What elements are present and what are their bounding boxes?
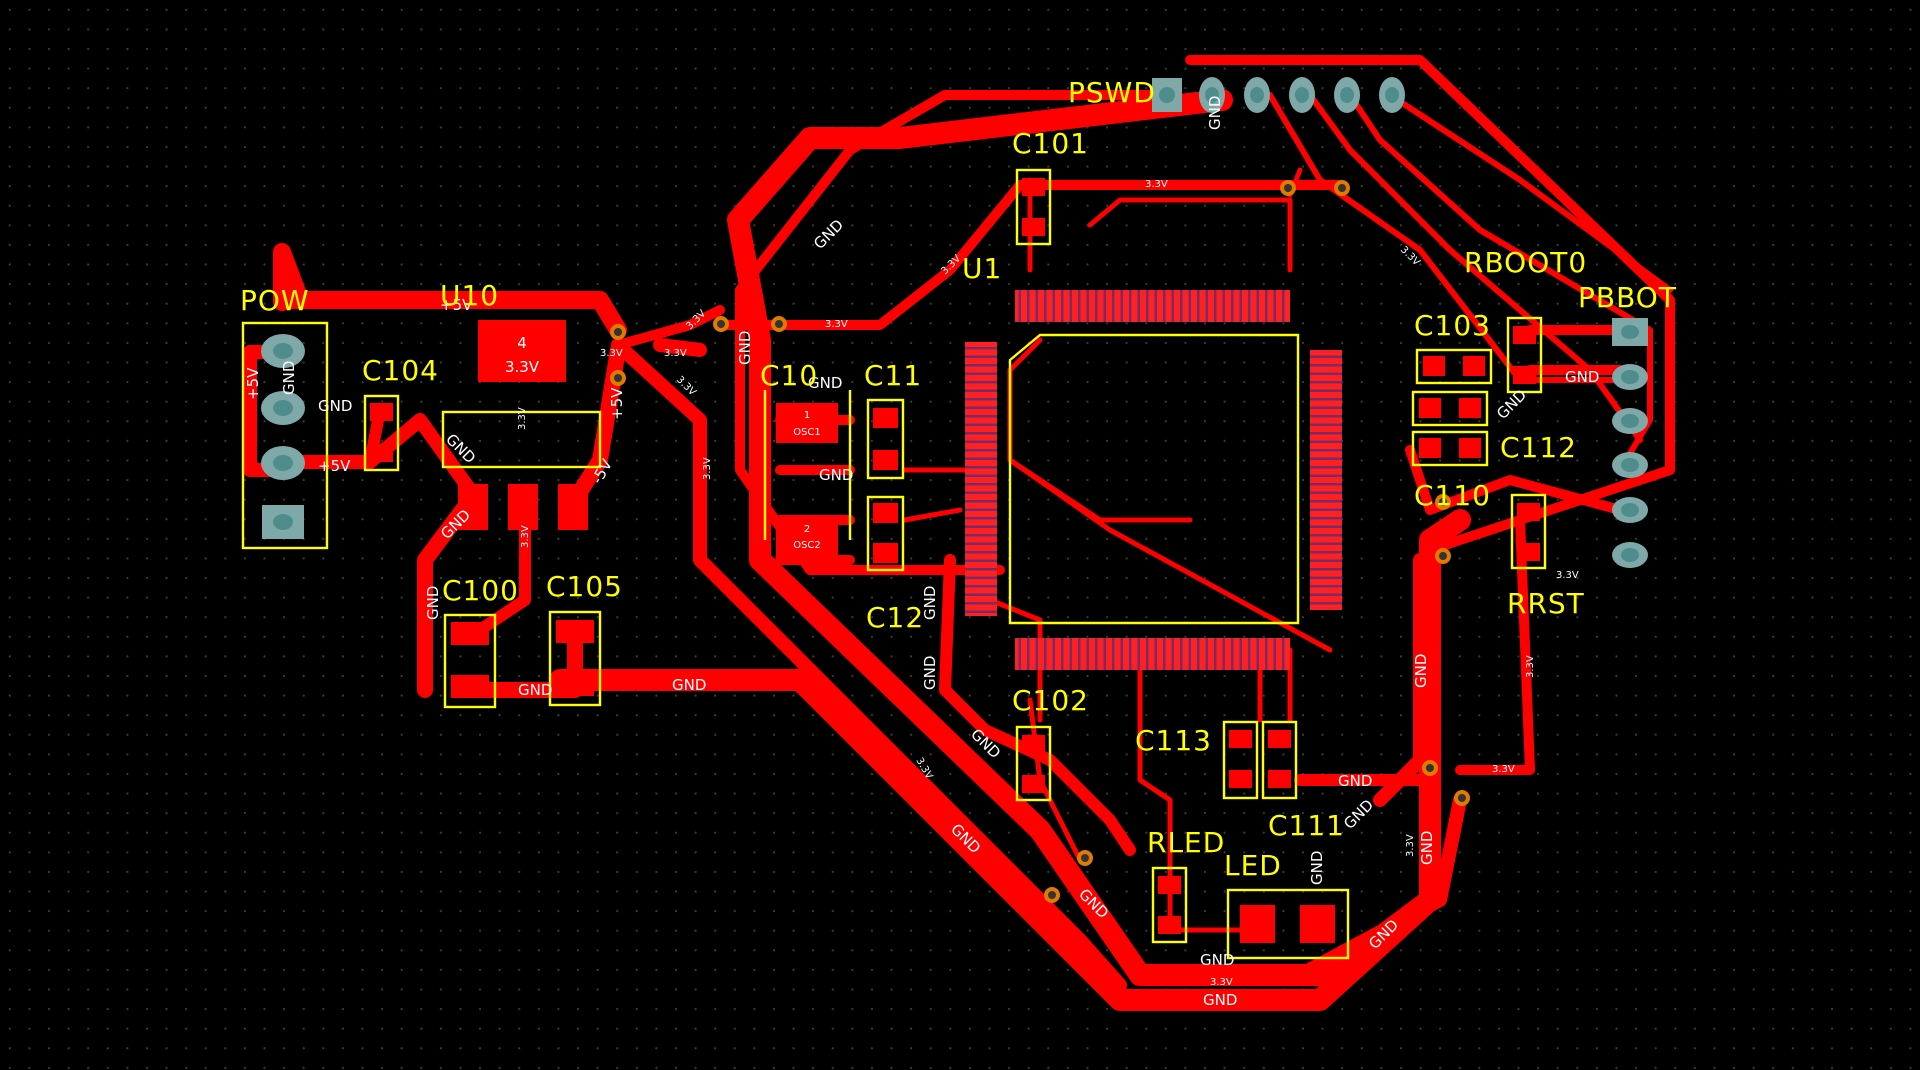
label-c110: C110 xyxy=(1414,479,1491,512)
label-pbbot: PBBOT xyxy=(1578,281,1677,314)
osc-pin2: 2 xyxy=(804,524,810,535)
passives xyxy=(363,168,1547,960)
regulator-tab-pin: 4 xyxy=(517,334,527,352)
net-3v3: 3.3V xyxy=(702,457,713,480)
net-gnd: GND xyxy=(1203,991,1237,1009)
net-3v3: 3.3V xyxy=(1492,764,1515,775)
net-gnd: GND xyxy=(1338,772,1372,790)
regulator-u10: 4 3.3V xyxy=(441,320,602,530)
net-3v3: 3.3V xyxy=(1405,834,1416,857)
label-rrst: RRST xyxy=(1507,587,1585,620)
label-c113: C113 xyxy=(1135,724,1212,757)
net-gnd: GND xyxy=(736,331,754,365)
net-3v3: 3.3V xyxy=(1145,179,1168,190)
net-gnd: GND xyxy=(1565,368,1599,386)
net-3v3: 3.3V xyxy=(600,348,623,359)
label-c100: C100 xyxy=(442,574,519,607)
net-gnd: GND xyxy=(810,216,847,253)
label-c10: C10 xyxy=(760,359,818,392)
net-3v3: 3.3V xyxy=(1210,977,1233,988)
net-5v: +5V xyxy=(244,367,262,400)
label-pow: POW xyxy=(240,284,310,317)
regulator-tab-value: 3.3V xyxy=(505,358,540,376)
net-3v3: 3.3V xyxy=(517,407,528,430)
silkscreen-labels: POW U10 C104 C100 C105 C101 U1 C10 C11 C… xyxy=(240,76,1677,882)
label-c12: C12 xyxy=(866,601,924,634)
osc2-label: OSC2 xyxy=(793,540,821,551)
osc1-label: OSC1 xyxy=(793,427,821,438)
vias xyxy=(610,180,1470,903)
label-u1: U1 xyxy=(962,252,1002,285)
net-5v: +5V xyxy=(318,457,351,475)
label-rboot0: RBOOT0 xyxy=(1464,246,1587,279)
net-5v: +5V xyxy=(440,296,473,314)
label-u10: U10 xyxy=(440,279,499,312)
net-5v: +5V xyxy=(608,387,626,420)
net-3v3: 3.3V xyxy=(1525,655,1536,678)
oscillator: 1 OSC1 2 OSC2 xyxy=(763,390,852,557)
label-led: LED xyxy=(1224,849,1282,882)
label-c101: C101 xyxy=(1012,127,1089,160)
net-gnd: GND xyxy=(1340,796,1377,833)
pow-connector xyxy=(241,321,329,550)
net-gnd: GND xyxy=(819,466,853,484)
osc-pin1: 1 xyxy=(804,410,810,421)
net-gnd: GND xyxy=(1418,831,1436,865)
net-3v3: 3.3V xyxy=(1556,570,1579,581)
net-gnd: GND xyxy=(518,681,552,699)
label-c112: C112 xyxy=(1500,431,1577,464)
net-gnd: GND xyxy=(318,397,352,415)
net-gnd: GND xyxy=(280,361,298,395)
net-3v3: 3.3V xyxy=(520,525,531,548)
gnd-main-trace xyxy=(727,89,1471,986)
net-gnd: GND xyxy=(921,656,939,690)
net-gnd: GND xyxy=(1200,951,1234,969)
label-c105: C105 xyxy=(546,570,623,603)
label-rled: RLED xyxy=(1147,826,1225,859)
net-gnd: GND xyxy=(808,374,842,392)
pbbot-connector xyxy=(1612,318,1648,568)
net-gnd: GND xyxy=(921,586,939,620)
label-c102: C102 xyxy=(1012,684,1089,717)
u1-outline xyxy=(1008,333,1300,625)
label-pswd: PSWD xyxy=(1068,76,1156,109)
net-gnd: GND xyxy=(1412,654,1430,688)
label-c104: C104 xyxy=(362,354,439,387)
net-gnd: GND xyxy=(424,586,442,620)
net-gnd: GND xyxy=(1206,96,1224,130)
net-3v3: 3.3V xyxy=(825,319,848,330)
net-gnd: GND xyxy=(1308,851,1326,885)
label-c103: C103 xyxy=(1414,309,1491,342)
net-gnd: GND xyxy=(672,676,706,694)
label-c11: C11 xyxy=(864,359,922,392)
pswd-connector xyxy=(1152,77,1405,113)
mcu-u1 xyxy=(965,290,1342,670)
net-3v3: 3.3V xyxy=(664,348,687,359)
label-c111: C111 xyxy=(1268,809,1345,842)
